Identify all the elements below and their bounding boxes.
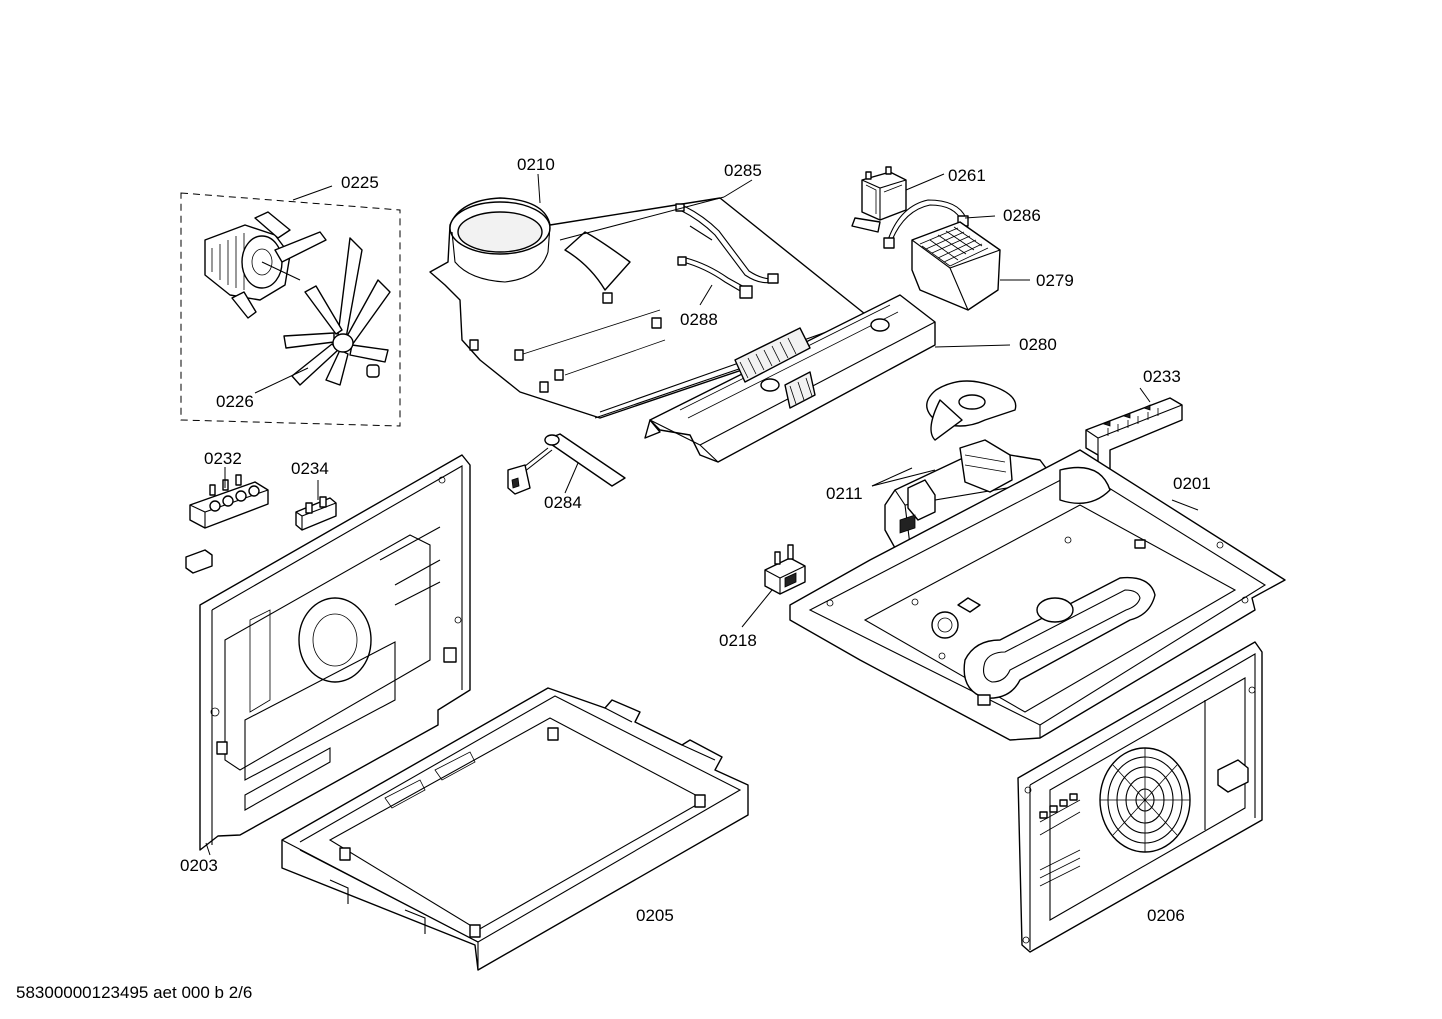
sensor-part[interactable]: [507, 433, 626, 495]
terminal-block-part[interactable]: [1085, 397, 1183, 479]
bottom-panel-part[interactable]: [281, 687, 749, 971]
callout-0261: 0261: [948, 166, 986, 185]
callout-0284: 0284: [544, 493, 582, 512]
control-board-housing-part[interactable]: [644, 294, 936, 463]
fan-motor-assembly-group: 0225 0226: [180, 173, 401, 427]
switch-block-part[interactable]: [185, 474, 269, 574]
cable-harness-0288-part[interactable]: [677, 256, 753, 299]
thermostat-part[interactable]: [764, 544, 806, 595]
callout-0206: 0206: [1147, 906, 1185, 925]
transformer-part[interactable]: [851, 166, 907, 233]
callout-0210: 0210: [517, 155, 555, 174]
cable-harness-0285-part[interactable]: [675, 203, 779, 284]
callout-0201: 0201: [1173, 474, 1211, 493]
callout-0211: 0211: [826, 484, 863, 503]
oven-top-plate-part[interactable]: [789, 449, 1286, 741]
callout-0225: 0225: [341, 173, 379, 192]
cable-0286-part[interactable]: [883, 199, 969, 249]
callout-0280: 0280: [1019, 335, 1057, 354]
callout-0205: 0205: [636, 906, 674, 925]
callout-0286: 0286: [1003, 206, 1041, 225]
callout-0234: 0234: [291, 459, 329, 478]
rear-wall-panel-part[interactable]: [199, 454, 471, 851]
document-id: 58300000123495 aet 000 b 2/6: [16, 983, 252, 1002]
callout-0203: 0203: [180, 856, 218, 875]
callout-0285: 0285: [724, 161, 762, 180]
back-panel-fan-guard-part[interactable]: [1017, 641, 1263, 953]
callout-0288: 0288: [680, 310, 718, 329]
fan-motor-part[interactable]: [204, 211, 327, 319]
callout-0218: 0218: [719, 631, 757, 650]
callout-0232: 0232: [204, 449, 242, 468]
fan-blade-part[interactable]: [283, 237, 391, 386]
callout-0279: 0279: [1036, 271, 1074, 290]
switch-0234-part[interactable]: [295, 496, 337, 531]
callout-0226: 0226: [216, 392, 254, 411]
callout-0233: 0233: [1143, 367, 1181, 386]
control-module-0279-part[interactable]: [911, 221, 1001, 311]
